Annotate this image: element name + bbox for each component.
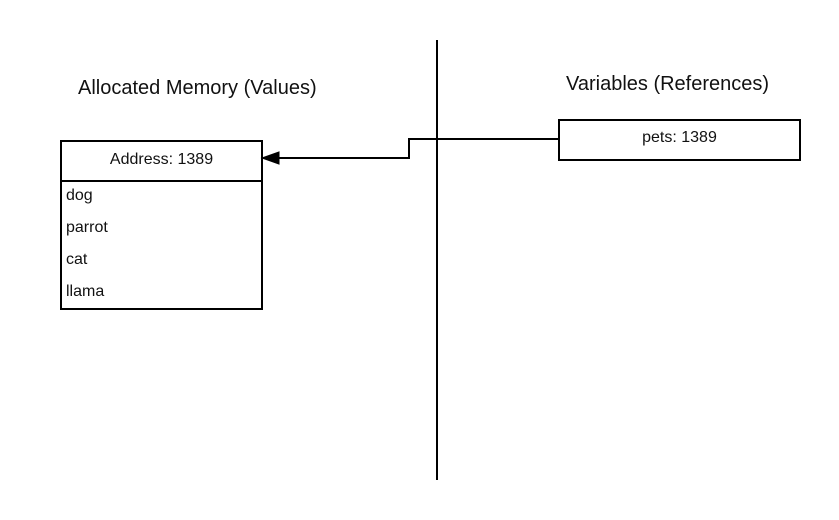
memory-value-item: parrot [66, 219, 108, 236]
section-divider [436, 40, 438, 480]
memory-value-item: llama [66, 283, 105, 300]
memory-heading: Allocated Memory (Values) [78, 77, 317, 99]
memory-values-list: dog parrot cat llama [62, 182, 261, 310]
reference-arrowhead [260, 151, 280, 165]
memory-value-item: dog [66, 187, 93, 204]
variables-heading: Variables (References) [566, 73, 770, 95]
memory-address-header: Address: 1389 [62, 142, 261, 182]
memory-block: Address: 1389 dog parrot cat llama [60, 140, 263, 310]
memory-value-item: cat [66, 251, 88, 268]
reference-arrow-line [278, 138, 558, 159]
variable-box: pets: 1389 [558, 119, 801, 161]
